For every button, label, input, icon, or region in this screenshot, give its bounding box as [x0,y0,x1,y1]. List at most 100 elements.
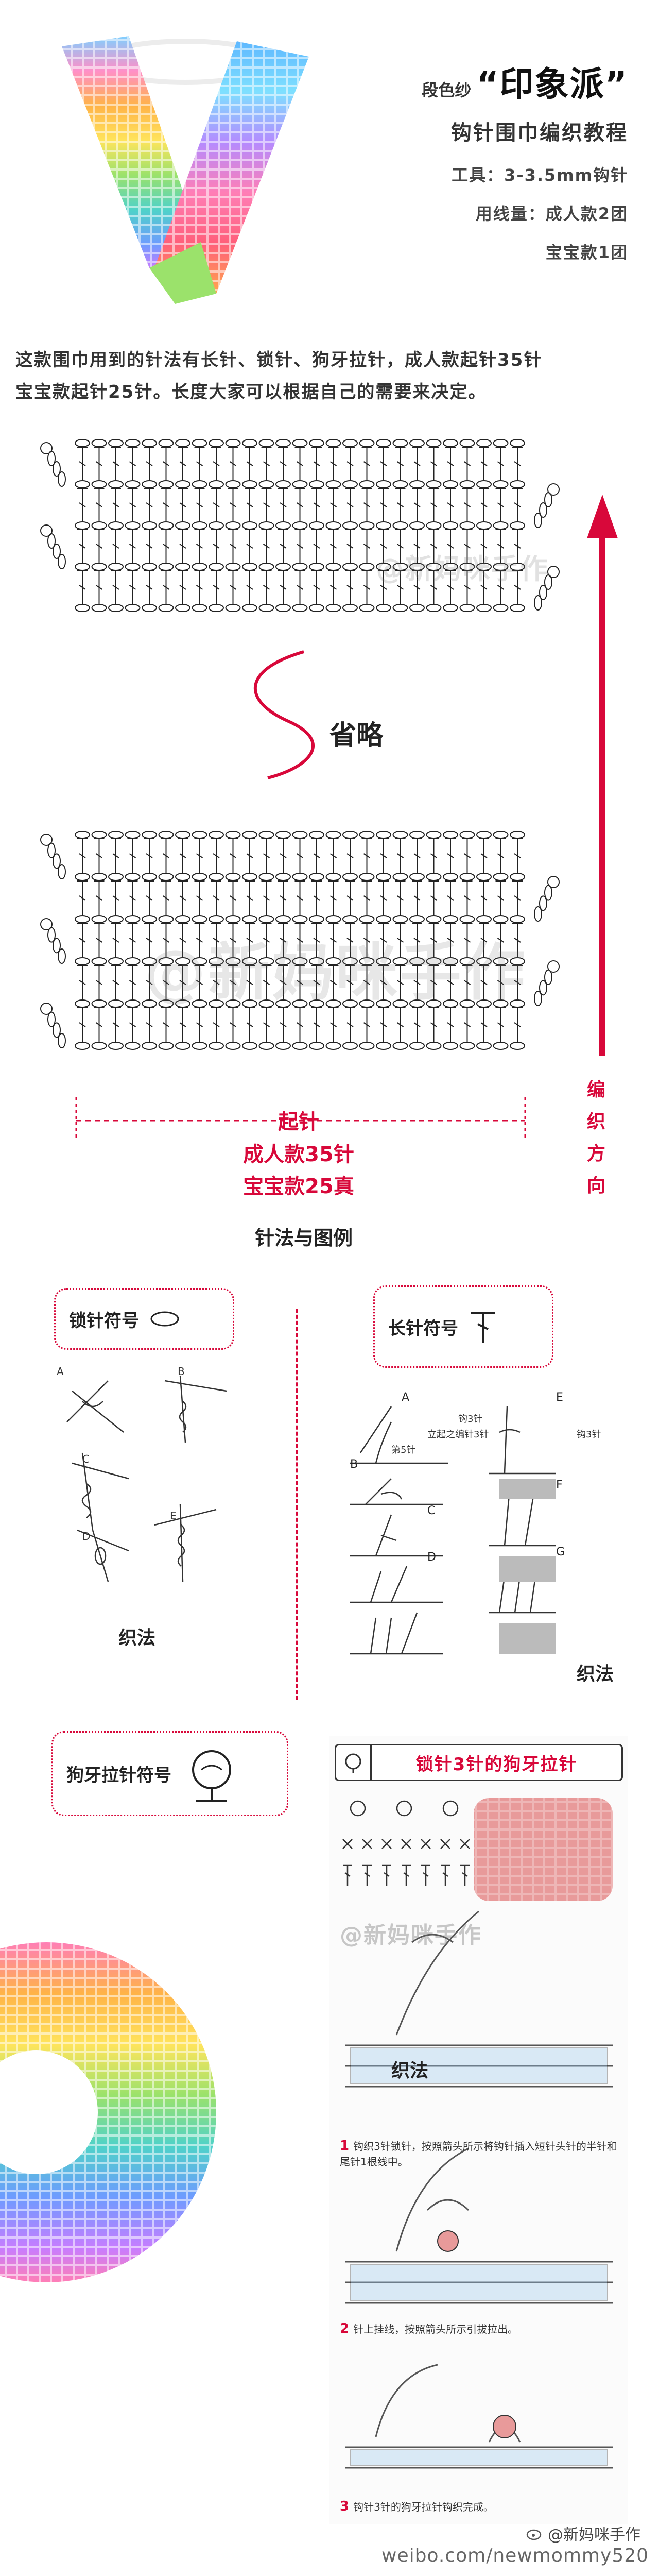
chain-stitch [409,831,425,839]
chain-stitch [409,480,425,488]
footer-url[interactable]: weibo.com/newmommy520 [381,2545,649,2566]
intro-text: 这款围巾用到的针法有长针、锁针、狗牙拉针，成人款起针35针 宝宝款起针25针。长… [15,344,644,408]
chain-stitch [225,831,241,839]
chain-stitch [376,873,391,881]
chain-stitch [426,1042,442,1050]
chain-stitch [426,439,442,447]
picot-stitch [40,918,53,930]
picot-stitch [547,483,560,496]
turning-chain [539,585,547,600]
chain-stitch [376,521,391,530]
chain-stitch [426,915,442,923]
chain-stitch [258,439,274,447]
chain-stitch [125,480,141,488]
chain-stitch [292,915,308,923]
chain-stitch [342,480,358,488]
chain-stitch [493,480,509,488]
chain-stitch [476,831,492,839]
footer-user[interactable]: @新妈咪手作 [526,2522,640,2545]
chain-stitch [158,873,174,881]
turning-chain [534,513,542,528]
chain-stitch [392,480,408,488]
direction-arrow-head [587,495,618,538]
chain-stitch [376,604,391,612]
chain-stitch [75,1042,90,1050]
chart-watermark-small: @新妈咪手作 [376,553,549,585]
chain-stitch [459,831,475,839]
picot-symbol-icon [192,1750,231,1802]
chain-stitch [209,915,224,923]
chain-stitch [309,1042,324,1050]
dc-step-e: E [556,1391,563,1404]
chain-stitch [192,1042,207,1050]
chain-stitch [359,915,375,923]
subtitle: 钩针围巾编织教程 [451,121,628,145]
turning-chain [58,864,66,879]
chain-stitch [392,521,408,530]
dc-step-c: C [427,1504,436,1517]
chain-stitch [459,521,475,530]
chain-stitch [342,831,358,839]
footer-user-name[interactable]: @新妈咪手作 [548,2526,640,2544]
chain-stitch [510,604,525,612]
dc-note-4: 钩3针 [577,1429,601,1440]
chain-stitch [325,873,341,881]
chain-stitch [309,521,324,530]
chain-stitch [91,480,107,488]
chain-stitch [292,831,308,839]
chain-stitch [426,873,442,881]
chain-stitch [493,873,509,881]
turning-chain [53,853,61,869]
chain-stitch [359,873,375,881]
picot-stitch [40,1003,53,1015]
chain-stitch [192,480,207,488]
chain-stitch [342,915,358,923]
chain-stitch [91,915,107,923]
dc-stitch [402,1864,411,1886]
chain-stitch [108,480,124,488]
chain-stitch [275,873,291,881]
chain-stitch [309,439,324,447]
chain-step-e: E [170,1510,177,1522]
chain-stitch [225,521,241,530]
start-chain-label: 起针 [278,1110,319,1134]
chain-stitch [493,521,509,530]
chain-stitch [225,604,241,612]
chain-stitch [158,831,174,839]
adult-count-label: 成人款35针 [243,1143,354,1166]
picot-banner-icon [336,1745,372,1780]
turning-chain [58,554,66,569]
chart-rows [40,439,560,1050]
chain-stitch [75,957,90,965]
chain-stitch [376,915,391,923]
chain-stitch [108,873,124,881]
chain-stitch [275,439,291,447]
chain-stitch [125,831,141,839]
chain-stitch [409,915,425,923]
intro-line-2: 宝宝款起针25针。长度大家可以根据自己的需要来决定。 [15,382,487,402]
chain-stitch [392,915,408,923]
chain-stitch [309,831,324,839]
chain-stitch [209,831,224,839]
turning-chain [544,969,552,985]
chain-stitch [392,604,408,612]
direction-label: 编织方向 [586,1079,613,1196]
chain-stitch [192,873,207,881]
chain-stitch [258,1042,274,1050]
dc-stitch [343,1864,352,1886]
chain-stitch [275,915,291,923]
turning-chain [534,595,542,611]
turning-chain [47,927,56,943]
chain-stitch [325,915,341,923]
chain-stitch [443,1042,458,1050]
chain-stitch [108,831,124,839]
dc-note-1: 钩3针 [458,1414,483,1425]
chain-stitch [242,604,257,612]
chain-step-c: C [82,1453,90,1465]
chain-stitch [108,563,124,571]
chain-stitch [108,1042,124,1050]
chain-stitch [242,480,257,488]
turning-chain [53,1022,61,1038]
chain-stitch [125,604,141,612]
